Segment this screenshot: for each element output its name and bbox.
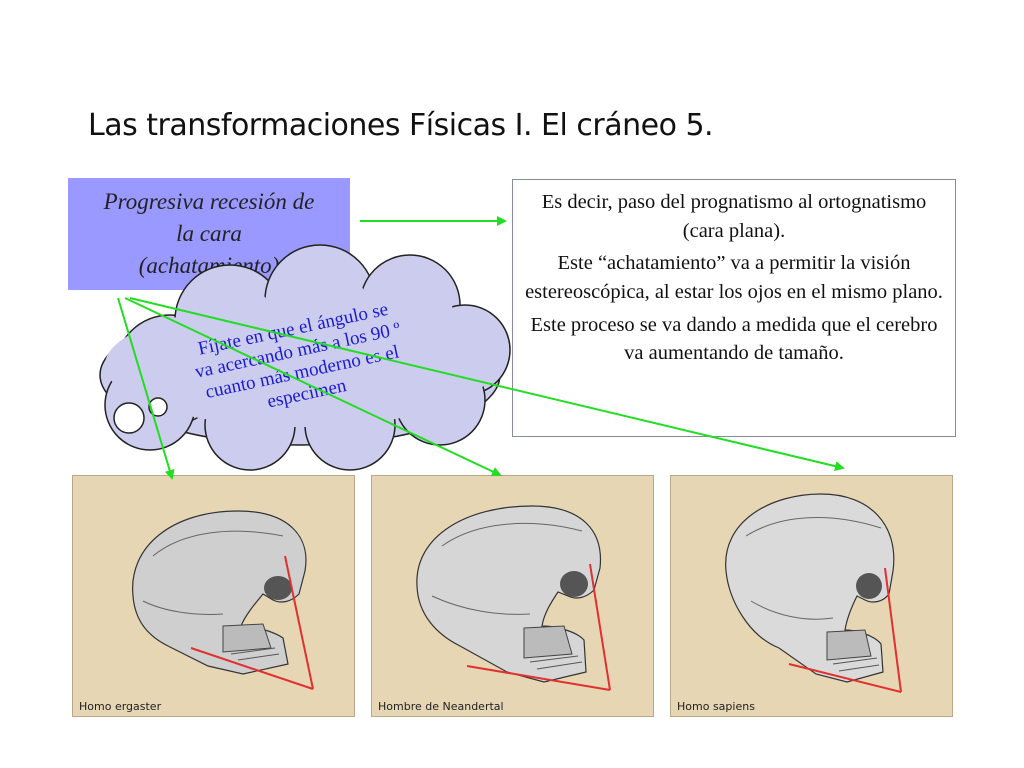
box-line-1: Progresiva recesión de <box>103 188 315 214</box>
skull-illustration <box>132 510 314 690</box>
explanation-paragraph-3: Este proceso se va dando a medida que el… <box>530 313 938 365</box>
explanation-paragraph-1: Es decir, paso del prognatismo al ortogn… <box>541 191 927 242</box>
arrow-to-ergaster <box>117 297 175 480</box>
caption-homo-sapiens: Homo sapiens <box>677 700 755 713</box>
slide-title: Las transformaciones Físicas I. El cráne… <box>88 108 714 143</box>
skull-illustration <box>416 505 611 691</box>
skull-panel-neandertal: Hombre de Neandertal <box>371 475 654 717</box>
skull-panel-homo-ergaster: Homo ergaster <box>72 475 355 717</box>
caption-neandertal: Hombre de Neandertal <box>378 700 504 713</box>
box-line-2: la cara <box>176 220 242 246</box>
skull-panel-homo-sapiens: Homo sapiens <box>670 475 953 717</box>
explanation-box: Es decir, paso del prognatismo al ortogn… <box>512 179 956 437</box>
arrow-to-sapiens <box>129 297 845 472</box>
caption-homo-ergaster: Homo ergaster <box>79 700 162 713</box>
explanation-paragraph-2: Este “achatamiento” va a permitir la vis… <box>525 252 943 304</box>
arrow-to-neandertal <box>124 297 502 477</box>
skull-illustration <box>725 493 902 693</box>
